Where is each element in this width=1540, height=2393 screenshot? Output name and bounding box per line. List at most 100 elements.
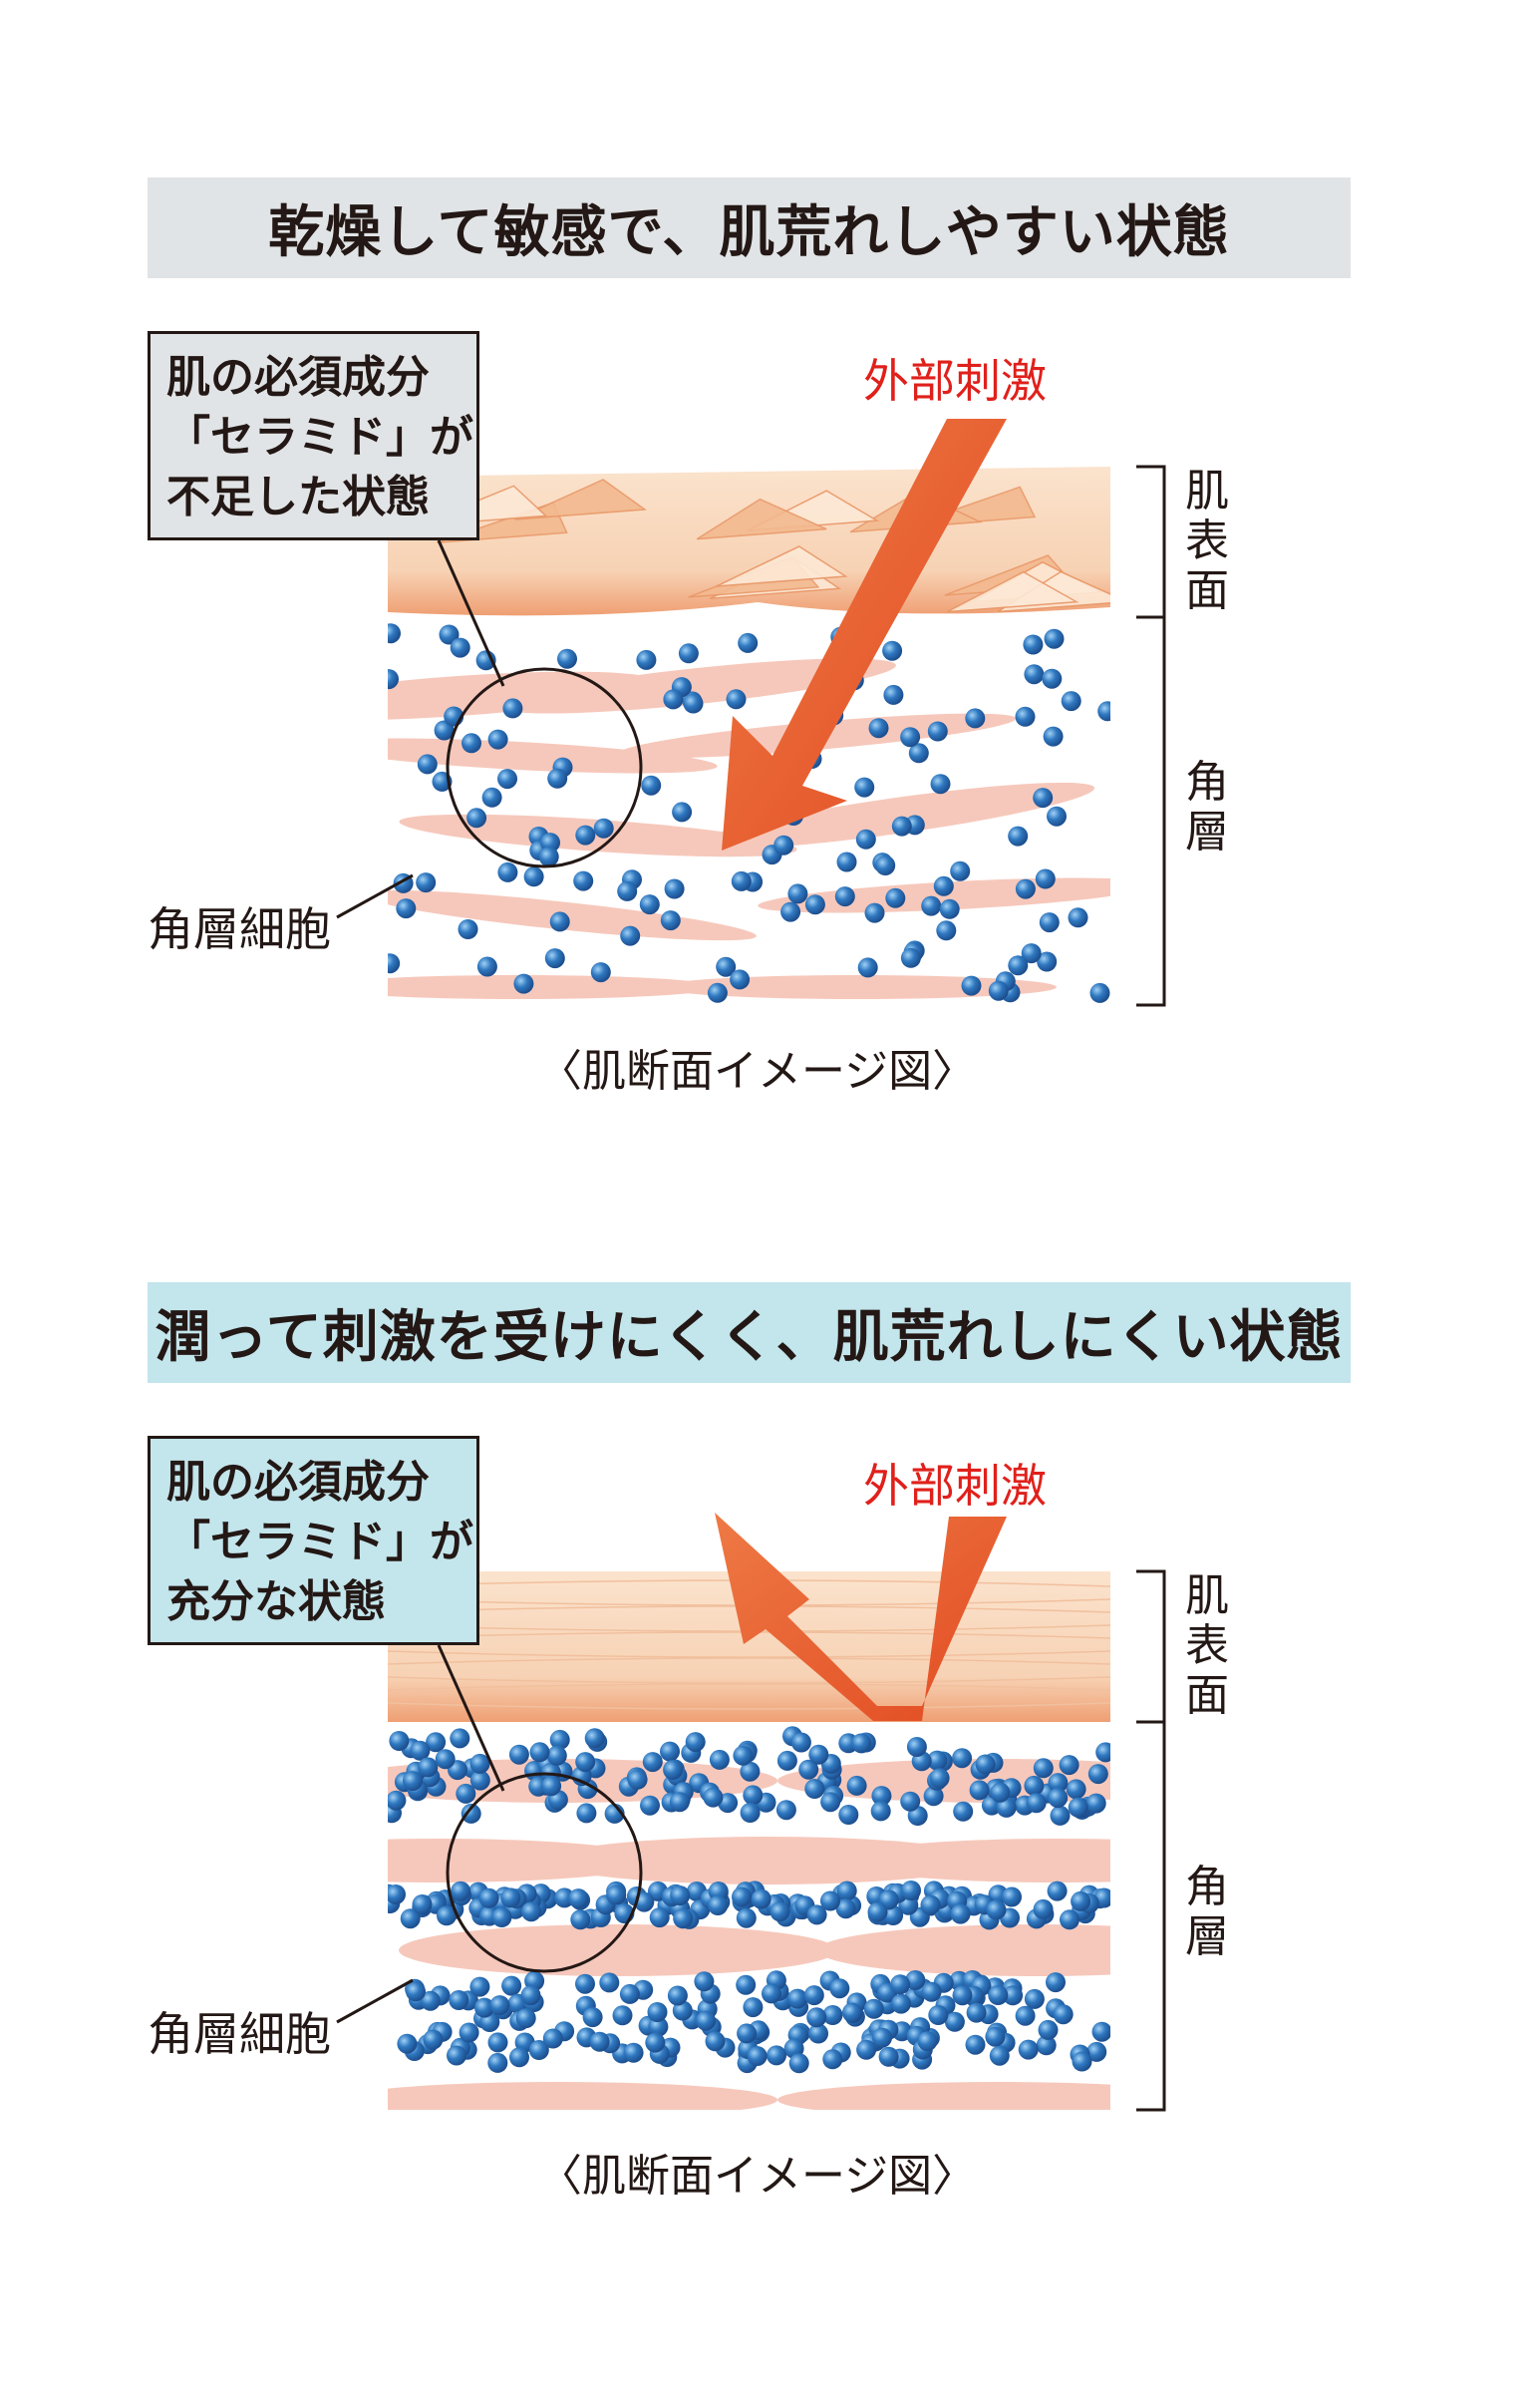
ceramide-dot (986, 1899, 1007, 1920)
ceramide-dot (716, 956, 737, 977)
ceramide-dot (747, 2046, 768, 2067)
ceramide-dot (891, 1993, 911, 2014)
corneocyte (837, 1839, 1110, 1882)
ceramide-dot (808, 2023, 828, 2044)
stratum-bracket (1136, 615, 1166, 1007)
ceramide-dot (568, 1888, 589, 1909)
ceramide-dot (593, 818, 614, 839)
corneocyte (399, 1924, 837, 1976)
ceramide-dot (458, 919, 478, 939)
stimulus-arrow-penetrating (722, 419, 1007, 851)
ceramide-dot (570, 1909, 591, 1930)
ceramide-dot (736, 1907, 757, 1928)
ceramide-dot (1015, 878, 1036, 899)
ceramide-dot (648, 2016, 669, 2037)
ceramide-dot (1018, 2039, 1039, 2060)
ceramide-dot (617, 880, 638, 901)
ceramide-dot (497, 769, 517, 790)
ceramide-dot (461, 1803, 481, 1824)
ceramide-dot (410, 1740, 431, 1761)
ceramide-dot (878, 2046, 899, 2067)
ceramide-dot (855, 829, 876, 850)
ceramide-dot (459, 2022, 479, 2043)
ceramide-dot (541, 1776, 562, 1797)
ceramide-dot (857, 957, 878, 978)
ceramide-dot (575, 1752, 596, 1773)
ceramide-dot (423, 2029, 444, 2050)
ceramide-dot (599, 1972, 620, 1993)
ceramide-dot (730, 969, 751, 990)
stimulus-arrow-deflected (715, 1513, 1007, 1721)
corneocyte-leader-line (336, 873, 414, 919)
ceramide-dot (1023, 634, 1044, 655)
ceramide-dot (936, 920, 957, 941)
surface-texture-line (388, 1702, 1110, 1710)
ceramide-dot (474, 1997, 494, 2018)
ceramide-dot (770, 1901, 790, 1922)
ceramide-dot (1085, 1793, 1106, 1814)
ceramide-dot (835, 1898, 856, 1919)
corneocyte-label: 角層細胞 (148, 2007, 331, 2061)
ceramide-dot (418, 1757, 439, 1778)
ceramide-dot (542, 2028, 563, 2049)
ceramide-dot (726, 689, 747, 710)
surface-texture-line (388, 1657, 1110, 1665)
ceramide-dot (612, 2005, 633, 2026)
surface-bracket (1136, 465, 1166, 619)
ceramide-dot (854, 777, 875, 798)
ceramide-dot (557, 648, 577, 669)
ceramide-dot (708, 1881, 729, 1901)
ceramide-dot (434, 720, 455, 741)
ceramide-dot (1046, 1972, 1066, 1993)
ceramide-dot (921, 895, 942, 916)
external-stimulus-label: 外部刺激 (863, 354, 1047, 408)
ceramide-dot (736, 1974, 757, 1995)
ceramide-dot (905, 1970, 926, 1990)
ceramide-dot (1035, 868, 1056, 889)
ceramide-dot (521, 1901, 541, 1922)
ceramide-dot (450, 1728, 470, 1749)
corneocyte (388, 975, 718, 999)
ceramide-dot (627, 1769, 648, 1790)
ceramide-dot (846, 1775, 867, 1796)
ceramide-dot (1033, 1898, 1054, 1919)
ceramide-dot (508, 1744, 529, 1765)
ceramide-dot (400, 1908, 421, 1929)
ceramide-dot (1038, 2019, 1059, 2040)
ceramide-dot (645, 2032, 666, 2053)
ceramide-callout: 肌の必須成分 「セラミド」が 充分な状態 (148, 1436, 479, 1645)
flaking-scale (696, 498, 827, 540)
ceramide-dot (885, 887, 906, 908)
ceramide-dot (1008, 955, 1029, 976)
ceramide-dot (619, 1983, 640, 2004)
ceramide-dot (696, 2010, 717, 2031)
ceramide-dot (388, 623, 401, 644)
ceramide-dot (820, 1792, 841, 1813)
ceramide-dot (660, 910, 681, 931)
surface-texture-line (388, 1676, 1110, 1684)
ceramide-dot (502, 698, 523, 719)
ceramide-dot (1026, 1793, 1047, 1814)
ceramide-dot (798, 1759, 819, 1780)
figure-caption: 〈肌断面イメージ図〉 (538, 1046, 977, 1097)
corneocyte (699, 782, 1095, 850)
ceramide-dot (867, 1901, 888, 1922)
ceramide-dot (576, 1803, 597, 1824)
ceramide-dot (1053, 2004, 1074, 2025)
ceramide-dot (575, 1973, 595, 1994)
ceramide-dot (546, 1745, 567, 1766)
ceramide-dot (1059, 1755, 1079, 1776)
ceramide-dot (447, 2045, 466, 2066)
ceramide-dot (589, 2031, 610, 2052)
ceramide-dot (549, 911, 570, 932)
ceramide-dot (988, 1985, 1009, 2005)
ceramide-dot (929, 1768, 950, 1789)
corneocyte-label: 角層細胞 (148, 902, 331, 956)
ceramide-dot (487, 2052, 508, 2073)
ceramide-dot (731, 870, 752, 891)
ceramide-dot (678, 643, 699, 664)
ceramide-dot (389, 1731, 410, 1751)
ceramide-dot (836, 852, 857, 872)
ceramide-dot (870, 1801, 891, 1822)
ceramide-dot (509, 2047, 529, 2068)
